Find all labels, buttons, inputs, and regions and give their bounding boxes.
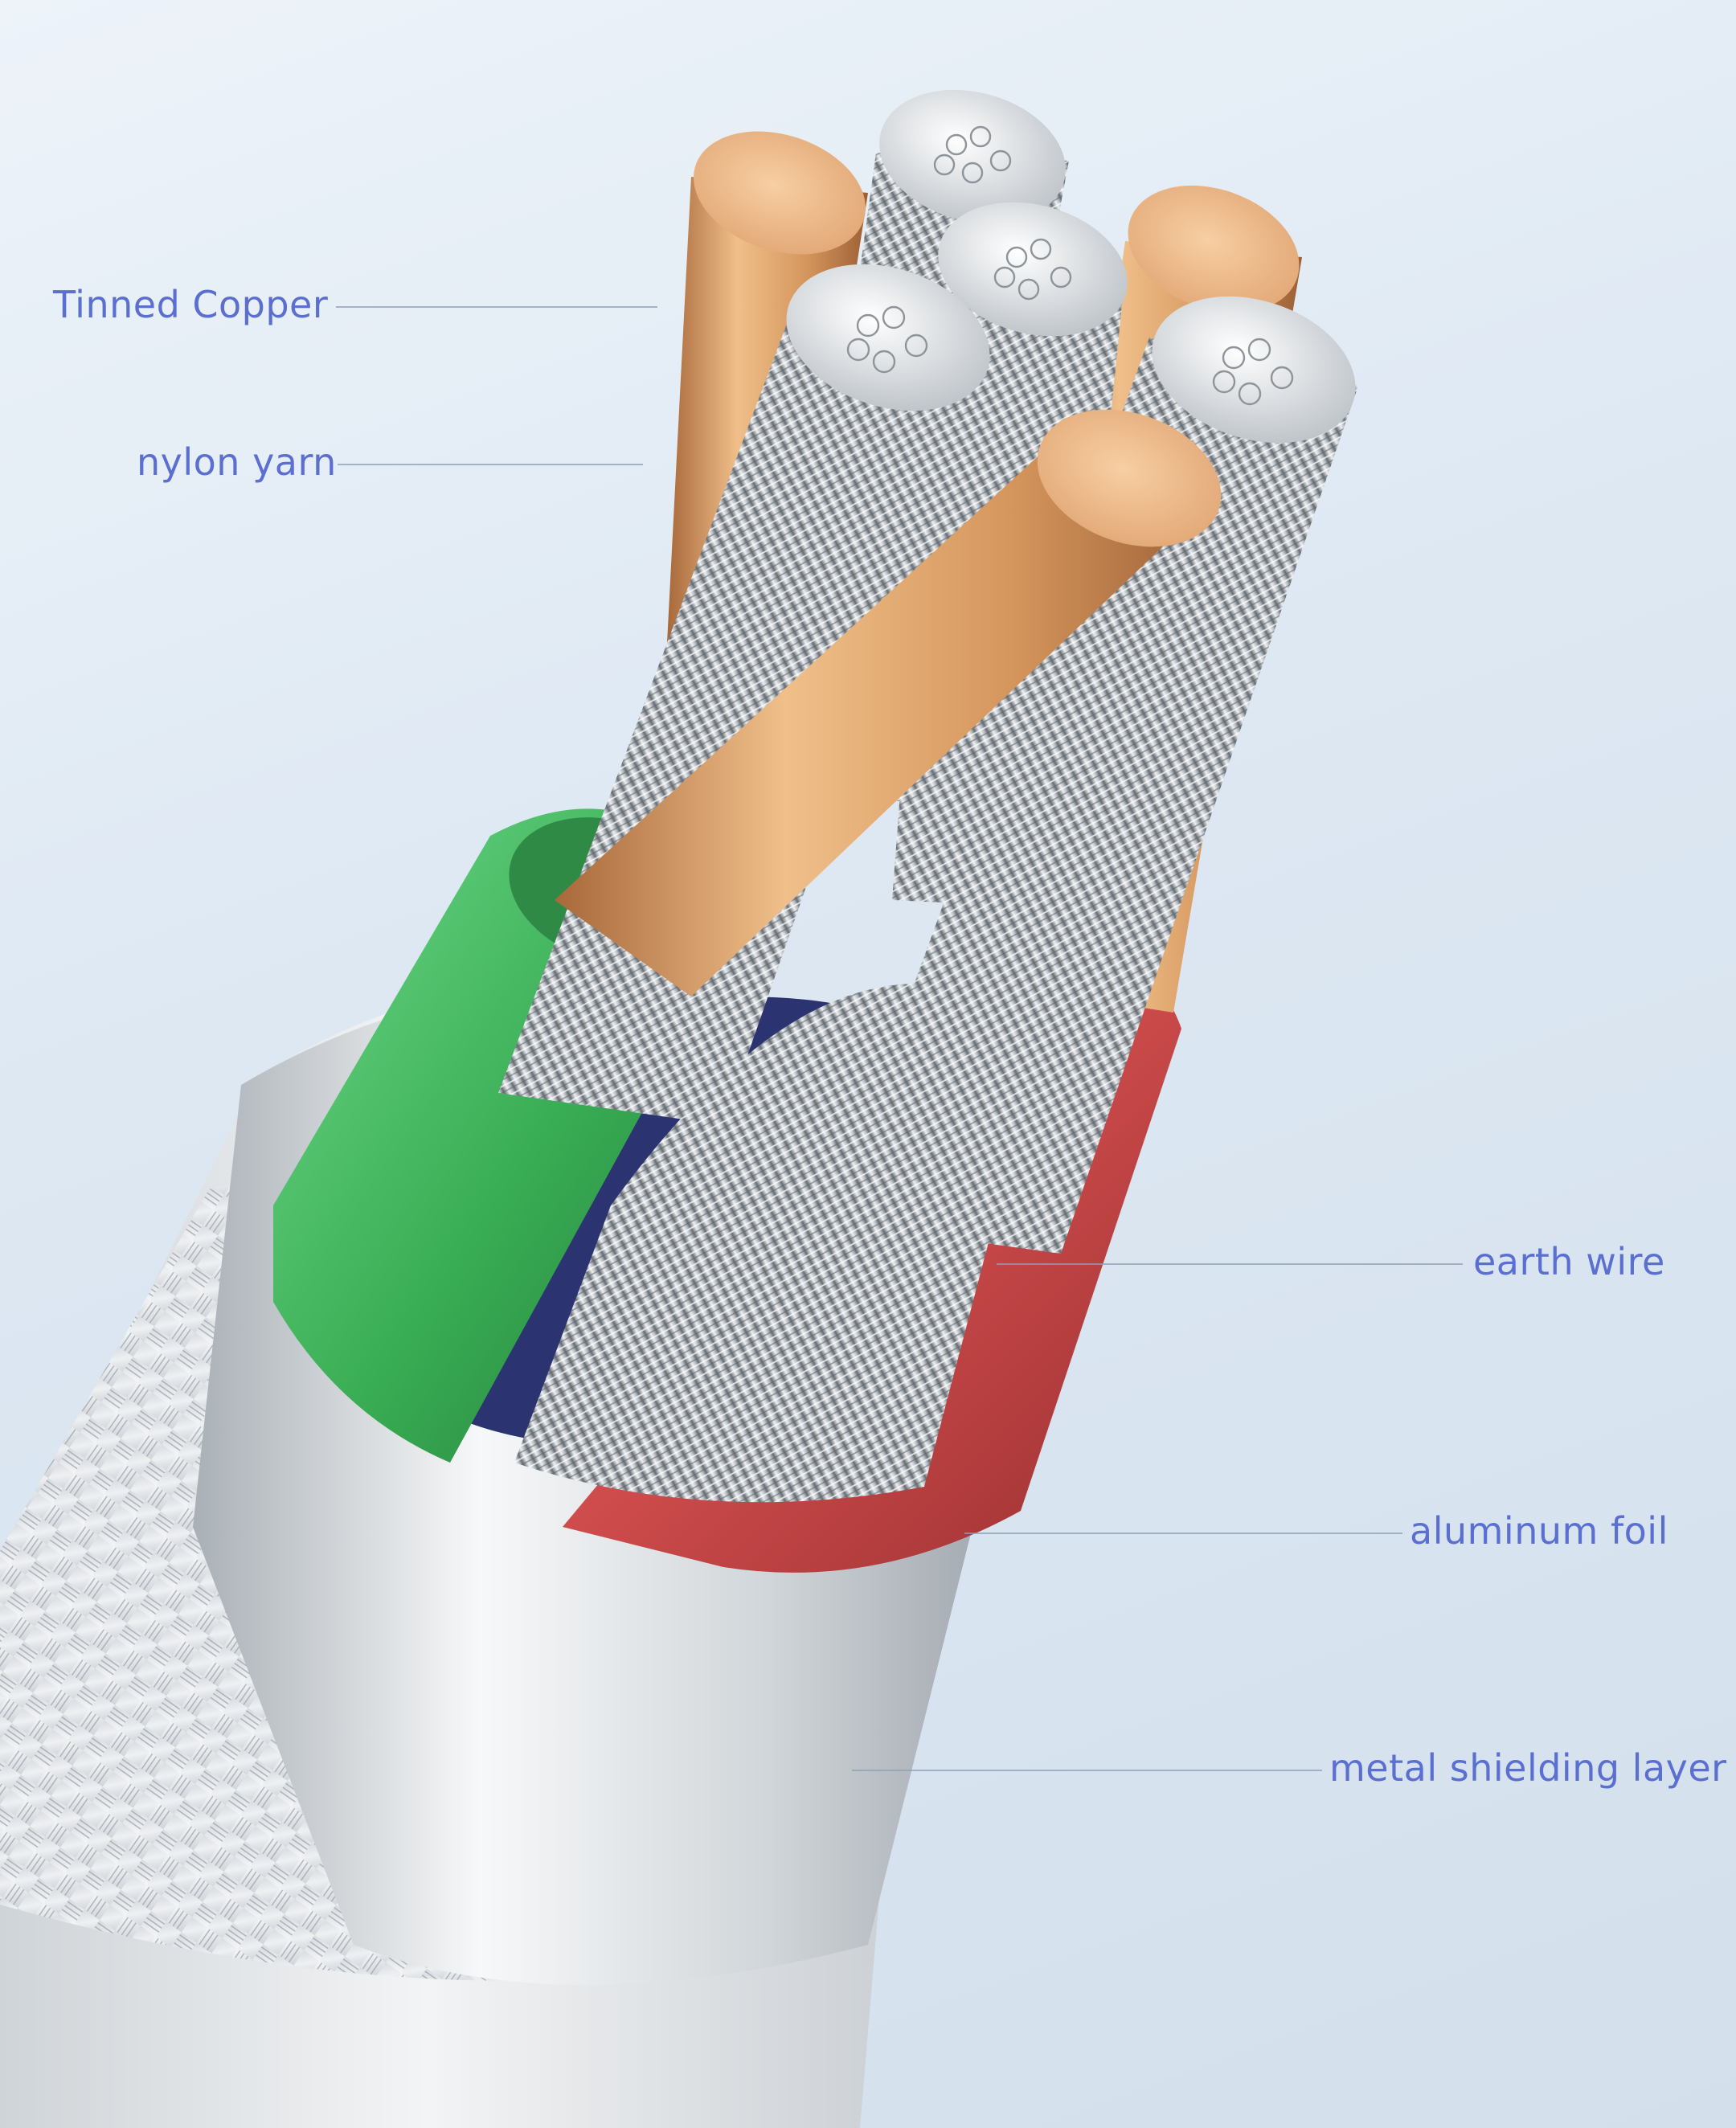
- label-earth-wire: earth wire: [1473, 1240, 1665, 1283]
- strand-bundle-end: [786, 264, 990, 411]
- copper-conductor-front: [555, 450, 1214, 996]
- label-tinned-copper: Tinned Copper: [53, 283, 329, 326]
- strand-end-texture: [846, 125, 1294, 406]
- strand-bundle-end: [938, 202, 1128, 337]
- label-aluminum-foil: aluminum foil: [1410, 1509, 1668, 1553]
- copper-conductor-end: [1128, 185, 1300, 313]
- label-nylon-yarn: nylon yarn: [137, 440, 337, 484]
- copper-conductor-end: [1037, 409, 1222, 547]
- tinned-strand-sweep: [514, 984, 1045, 1503]
- label-metal-shielding-layer: metal shielding layer: [1329, 1746, 1727, 1790]
- copper-conductor-end: [694, 131, 866, 255]
- strand-bundle-end: [879, 89, 1066, 224]
- strand-bundle-end: [1152, 296, 1356, 444]
